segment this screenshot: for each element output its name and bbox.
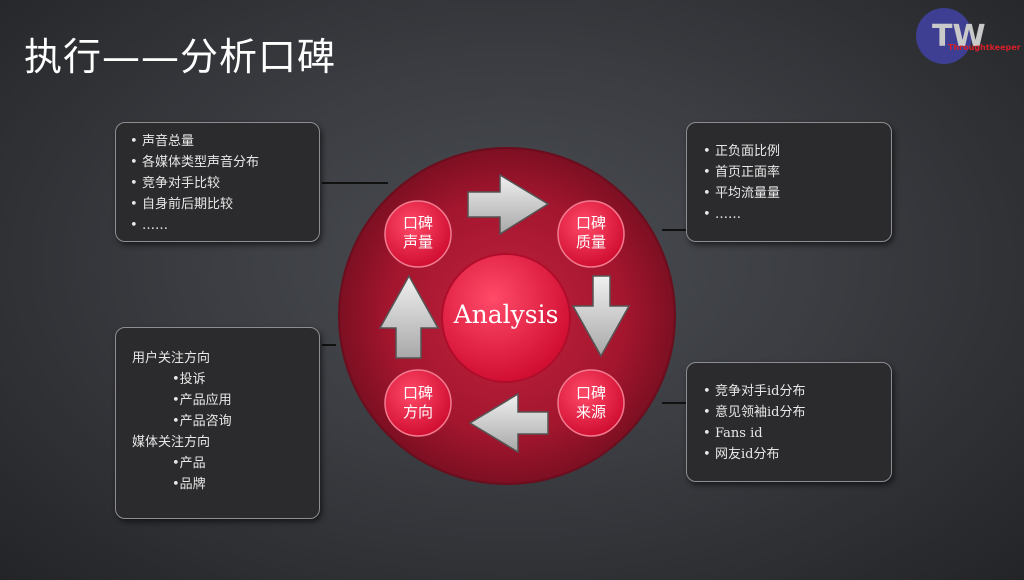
connector-bottom-left	[322, 344, 336, 346]
list-item: ……	[130, 215, 319, 236]
list-item: 自身前后期比较	[130, 194, 319, 215]
node-label-line: 声量	[402, 233, 433, 251]
arrow-right-icon	[467, 173, 550, 236]
list-item: •投诉	[172, 372, 206, 387]
list-item: 声音总量	[130, 131, 319, 152]
arrow-up-icon	[378, 274, 440, 359]
center-label: Analysis	[453, 300, 559, 329]
list-item: 竞争对手比较	[130, 173, 319, 194]
center-circle	[441, 253, 571, 383]
heading-media-focus: 媒体关注方向	[132, 435, 211, 450]
node-label-line: 来源	[575, 403, 606, 421]
node-label-top-left: 口碑 声量	[386, 214, 450, 252]
list-item: 正负面比例	[703, 141, 891, 162]
node-label-line: 质量	[575, 233, 606, 251]
list-item: 首页正面率	[703, 162, 891, 183]
node-label-top-right: 口碑 质量	[559, 214, 623, 252]
list-item: •产品应用	[172, 393, 232, 408]
list-item: Fans id	[703, 423, 891, 444]
node-label-line: 口碑	[575, 384, 606, 402]
node-top-right	[557, 200, 625, 268]
connector-top-right	[662, 229, 686, 231]
list-item: ……	[703, 204, 891, 225]
box-quality-metrics: 正负面比例 首页正面率 平均流量量 ……	[686, 122, 892, 242]
page-title: 执行——分析口碑	[24, 35, 337, 79]
node-top-left	[384, 200, 452, 268]
connector-bottom-right	[662, 402, 686, 404]
node-label-line: 方向	[402, 403, 433, 421]
node-label-line: 口碑	[575, 214, 606, 232]
list-item: •品牌	[172, 477, 206, 492]
arrow-down-icon	[571, 275, 631, 358]
list-item: •产品咨询	[172, 414, 232, 429]
box-direction-metrics: 用户关注方向 •投诉 •产品应用 •产品咨询 媒体关注方向 •产品 •品牌	[115, 327, 320, 519]
node-label-bottom-right: 口碑 来源	[559, 384, 623, 422]
node-label-line: 口碑	[402, 384, 433, 402]
box-source-metrics: 竞争对手id分布 意见领袖id分布 Fans id 网友id分布	[686, 362, 892, 482]
logo-text: Throughtkeeper	[948, 43, 1021, 52]
node-label-bottom-left: 口碑 方向	[386, 384, 450, 422]
list-item: 各媒体类型声音分布	[130, 152, 319, 173]
heading-user-focus: 用户关注方向	[132, 351, 211, 366]
arrow-left-icon	[468, 392, 549, 454]
list-item: 竞争对手id分布	[703, 381, 891, 402]
logo-letters: TW	[932, 19, 986, 54]
list-item: 网友id分布	[703, 444, 891, 465]
logo: TW Throughtkeeper	[916, 8, 1021, 64]
connector-top-left	[322, 182, 388, 184]
box-volume-metrics: 声音总量 各媒体类型声音分布 竞争对手比较 自身前后期比较 ……	[115, 122, 320, 242]
node-label-line: 口碑	[402, 214, 433, 232]
node-bottom-left	[384, 369, 452, 437]
node-bottom-right	[557, 369, 625, 437]
list-item: 平均流量量	[703, 183, 891, 204]
list-item: •产品	[172, 456, 206, 471]
list-item: 意见领袖id分布	[703, 402, 891, 423]
